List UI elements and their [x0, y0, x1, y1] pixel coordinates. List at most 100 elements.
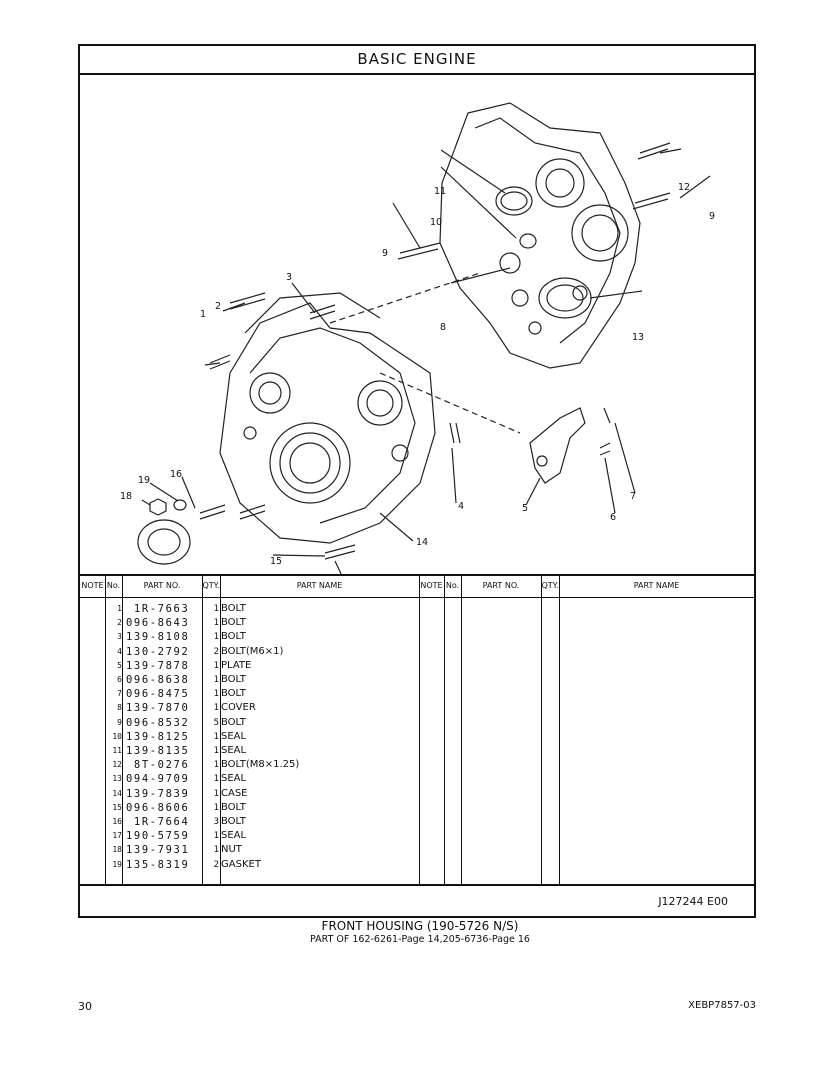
quantity: 2: [213, 859, 219, 870]
part-name: CASE: [221, 787, 248, 799]
front-housing-illustration: 1 2 3 4 5 6 7 8 9 9 9 10 11 12 13 14 15 …: [120, 102, 715, 574]
part-name: BOLT: [221, 816, 246, 827]
callout-1: 1: [200, 309, 206, 320]
col-divider: [122, 574, 123, 884]
quantity: 3: [213, 817, 219, 827]
item-number: 1: [117, 604, 122, 613]
part-number: 8T-0276: [126, 759, 190, 772]
part-number: 139-7931: [126, 844, 190, 857]
quantity: 1: [213, 831, 219, 842]
item-number: 18: [112, 845, 122, 855]
col-header-part-name-2: PART NAME: [559, 574, 754, 598]
quantity: 1: [213, 746, 219, 756]
quantity: 1: [213, 618, 219, 629]
part-number: 139-7878: [126, 659, 190, 672]
part-number: 190-5759: [126, 830, 190, 843]
quantity: 5: [213, 717, 219, 728]
col-divider: [220, 574, 221, 884]
callout-13: 13: [632, 332, 644, 343]
part-name: BOLT: [221, 603, 246, 614]
part-number: 1R-7664: [126, 816, 190, 828]
item-number: 11: [112, 746, 122, 755]
item-number: 4: [117, 646, 122, 656]
callout-18: 18: [120, 491, 132, 502]
callout-16: 16: [170, 469, 182, 480]
part-number: 139-7839: [126, 787, 190, 800]
callout-4: 4: [458, 501, 464, 512]
item-number: 3: [117, 632, 122, 642]
callout-12: 12: [678, 182, 690, 193]
quantity: 1: [213, 604, 219, 614]
col-header-part-no-2: PART NO.: [461, 574, 541, 598]
col-header-no-2: No.: [444, 574, 461, 598]
col-header-no: No.: [105, 574, 122, 598]
col-header-qty-2: QTY.: [541, 574, 559, 598]
quantity: 1: [213, 660, 219, 671]
part-number: 1R-7663: [126, 603, 190, 615]
page-title: BASIC ENGINE: [80, 46, 754, 75]
item-number: 13: [112, 774, 122, 784]
part-name: SEAL: [221, 773, 247, 785]
part-name: COVER: [221, 702, 256, 714]
part-name: SEAL: [221, 730, 247, 742]
part-name: BOLT: [221, 688, 246, 700]
part-name: BOLT(M8×1.25): [221, 759, 300, 771]
col-divider: [444, 574, 445, 884]
part-number: 139-7870: [126, 702, 190, 715]
part-name: BOLT: [221, 617, 246, 629]
part-name: PLATE: [221, 659, 252, 671]
page-number: 30: [78, 1000, 92, 1013]
callout-15: 15: [270, 556, 282, 567]
col-header-note: NOTE: [80, 574, 105, 598]
col-header-note-2: NOTE: [419, 574, 444, 598]
item-number: 6: [117, 675, 122, 684]
quantity: 1: [213, 802, 219, 813]
callout-9a: 9: [382, 248, 388, 259]
item-number: 14: [112, 788, 122, 798]
parts-table: NOTE No. PART NO. QTY. PART NAME NOTE No…: [80, 574, 754, 884]
part-number: 130-2792: [126, 645, 190, 658]
callout-5: 5: [522, 503, 528, 514]
item-number: 7: [117, 689, 122, 699]
item-number: 8: [117, 703, 122, 713]
item-number: 16: [112, 817, 122, 826]
caption-title: FRONT HOUSING (190-5726 N/S): [321, 919, 519, 933]
part-name: BOLT: [221, 631, 246, 643]
callout-11: 11: [434, 186, 446, 197]
quantity: 1: [213, 788, 219, 799]
item-number: 15: [112, 802, 122, 812]
col-divider: [541, 574, 542, 884]
col-divider: [105, 574, 106, 884]
quantity: 1: [213, 760, 219, 771]
part-number: 139-8108: [126, 631, 190, 644]
quantity: 1: [213, 703, 219, 714]
exploded-diagram: 1 2 3 4 5 6 7 8 9 9 9 10 11 12 13 14 15 …: [80, 73, 754, 576]
quantity: 1: [213, 675, 219, 685]
document-id: XEBP7857-03: [688, 1000, 756, 1011]
part-name: NUT: [221, 844, 242, 856]
callout-6: 6: [610, 512, 616, 523]
parts-sheet-frame: BASIC ENGINE: [78, 44, 756, 918]
quantity: 1: [213, 845, 219, 856]
col-divider: [419, 574, 420, 884]
col-divider: [202, 574, 203, 884]
callout-10: 10: [430, 217, 442, 228]
item-number: 17: [112, 831, 122, 841]
col-header-part-no: PART NO.: [122, 574, 202, 598]
item-number: 5: [117, 660, 122, 670]
drawing-id-bar: J127244 E00: [80, 884, 754, 918]
part-number: 096-8606: [126, 801, 190, 814]
part-number: 096-8638: [126, 674, 190, 686]
item-number: 12: [112, 760, 122, 770]
part-number: 096-8643: [126, 617, 190, 630]
quantity: 1: [213, 731, 219, 742]
col-divider: [559, 574, 560, 884]
quantity: 1: [213, 774, 219, 785]
part-number: 094-9709: [126, 773, 190, 786]
col-header-qty: QTY.: [202, 574, 220, 598]
part-number: 096-8475: [126, 688, 190, 701]
part-name: BOLT: [221, 801, 246, 813]
part-name: BOLT: [221, 716, 246, 728]
item-number: 2: [117, 618, 122, 628]
caption-subtitle: PART OF 162-6261-Page 14,205-6736-Page 1…: [310, 934, 530, 945]
